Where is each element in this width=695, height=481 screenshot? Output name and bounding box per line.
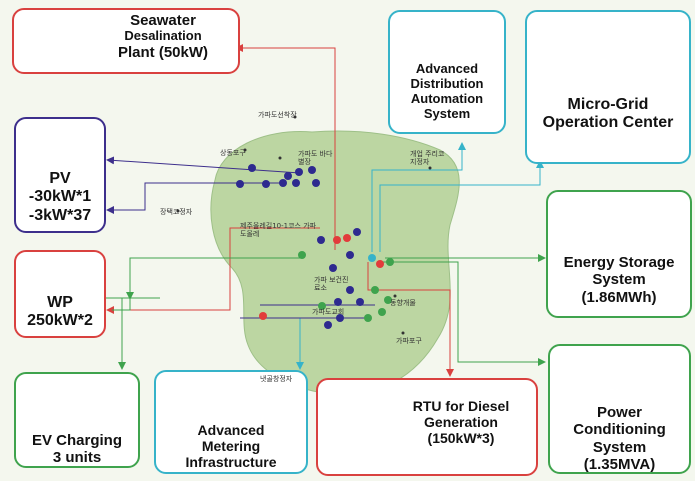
place-label: 가파 보건진료소 (314, 276, 349, 293)
pv-site-markers (236, 164, 364, 329)
seawater-label: Seawater Desalination Plant (50kW) (117, 12, 208, 62)
place-label: 가파도 바다별장 (298, 150, 333, 167)
place-label: 개업 주리코지정자 (410, 150, 445, 167)
place-label: 제주올레길10-1코스 가파도올레 (240, 222, 317, 239)
pcs-label: Power Conditioning System (1.35MVA) (573, 404, 666, 473)
ev-label: EV Charging 3 units (31, 432, 122, 467)
place-label: 가파도선착장 (258, 111, 297, 119)
wp-box (14, 250, 106, 338)
place-label: 가파포구 (396, 337, 422, 345)
adas-label: Advanced Distribution Automation System (410, 61, 484, 121)
place-label: 냇골창정자 (260, 375, 293, 383)
ess-box (546, 190, 692, 318)
seawater-desalination-box (12, 8, 240, 74)
ami-label: Advanced Metering Infrastructure (185, 422, 277, 471)
pv-box (14, 117, 106, 233)
ev-charging-box (14, 372, 140, 468)
place-label: 장택코정자 (160, 208, 193, 216)
place-label: 상동포구 (220, 149, 246, 157)
system-markers (259, 234, 394, 322)
ami-box (154, 370, 308, 474)
micro-grid-operation-center-box (525, 10, 691, 164)
mgoc-label: Micro-Grid Operation Center (542, 96, 674, 132)
place-label: 동향개물 (390, 299, 416, 307)
adas-box (388, 10, 506, 134)
ess-label: Energy Storage System (1.86MWh) (563, 254, 675, 306)
rtu-diesel-box (316, 378, 538, 476)
rtu-label: RTU for Diesel Generation (150kW*3) (412, 398, 510, 447)
pcs-box (548, 344, 691, 474)
island-shape (210, 130, 460, 396)
wp-label: WP 250kW*2 (27, 294, 93, 330)
pv-label: PV -30kW*1 -3kW*37 (28, 170, 92, 224)
place-label: 가파도교회 (312, 308, 345, 316)
